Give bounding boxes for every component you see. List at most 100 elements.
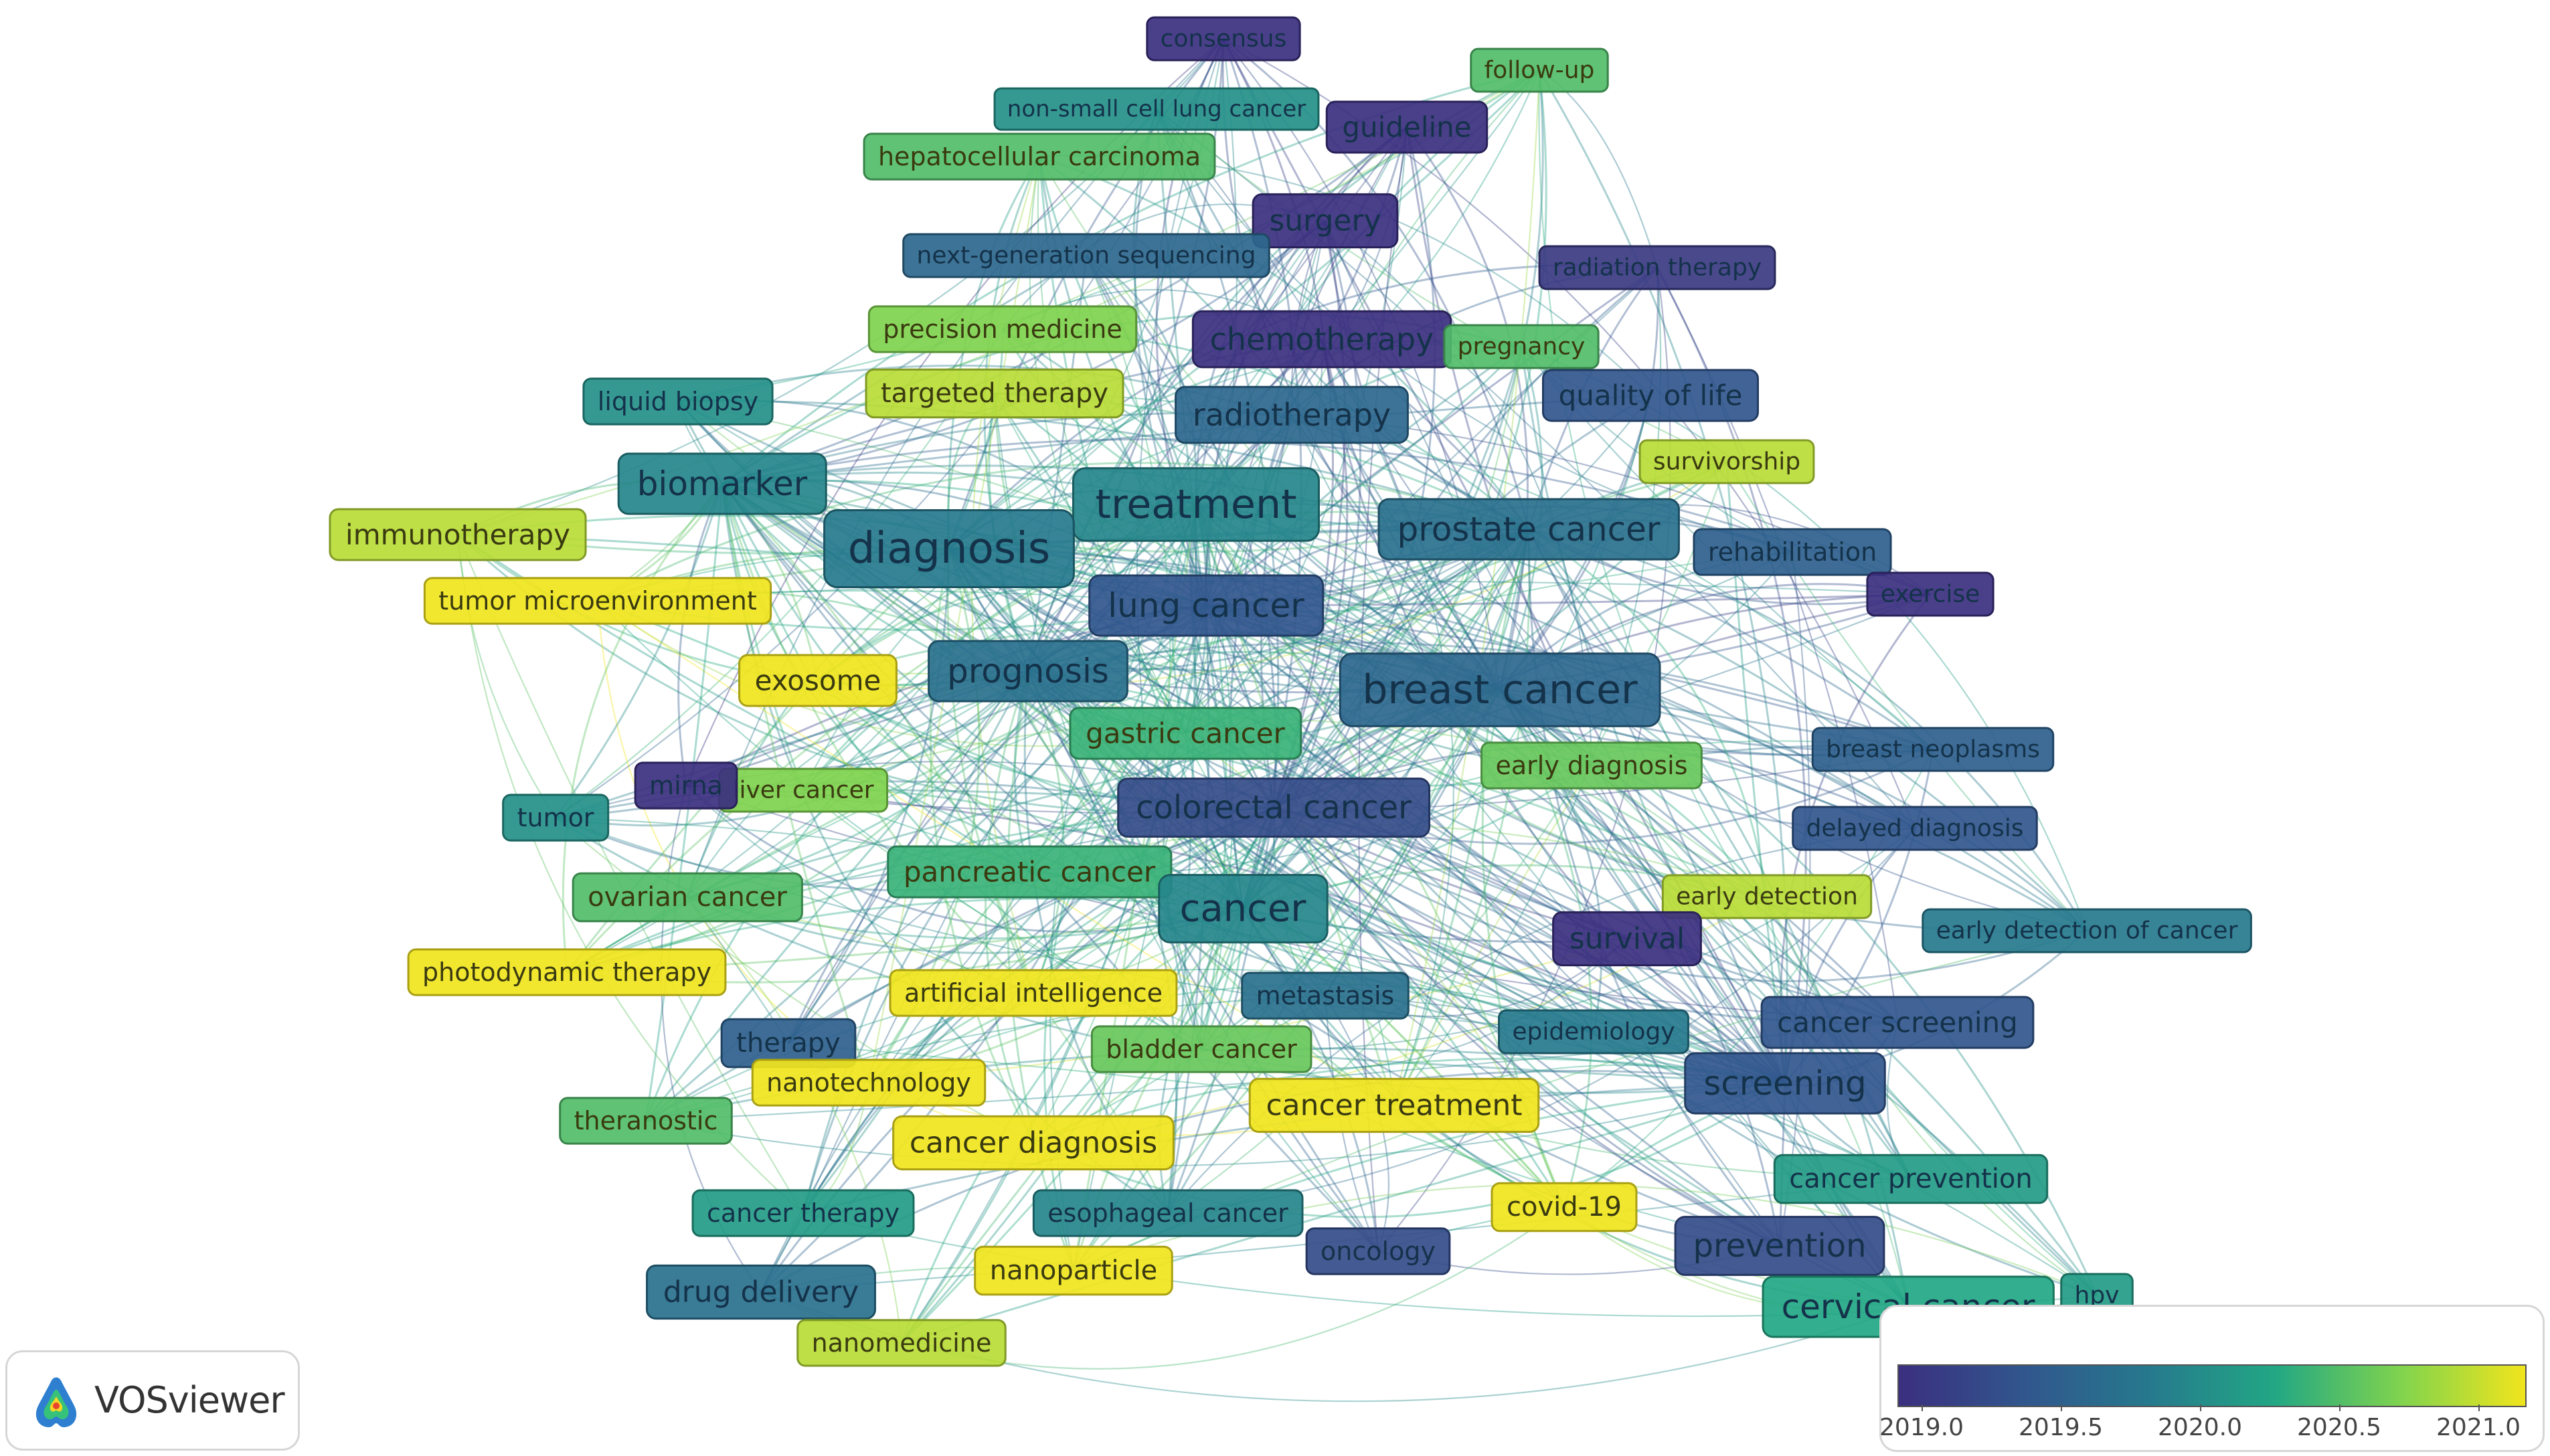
keyword-node-bladder-cancer[interactable]: bladder cancer — [1090, 1025, 1312, 1073]
keyword-label: pregnancy — [1458, 333, 1586, 361]
co-occurrence-link — [948, 547, 1244, 909]
keyword-node-nanomedicine[interactable]: nanomedicine — [796, 1319, 1007, 1367]
keyword-box — [407, 948, 727, 996]
keyword-node-cancer-prevention[interactable]: cancer prevention — [1773, 1154, 2049, 1204]
keyword-node-targeted-therapy[interactable]: targeted therapy — [865, 368, 1124, 419]
keyword-node-cancer-treatment[interactable]: cancer treatment — [1248, 1077, 1540, 1133]
keyword-node-nsclc[interactable]: non-small cell lung cancer — [993, 87, 1320, 131]
co-occurrence-link — [1499, 689, 1899, 1024]
keyword-node-exercise[interactable]: exercise — [1866, 571, 1994, 617]
scale-label: 2020.0 — [2158, 1414, 2242, 1441]
keyword-label: lung cancer — [1108, 586, 1304, 625]
keyword-label: rehabilitation — [1708, 537, 1877, 567]
keyword-node-follow-up[interactable]: follow-up — [1470, 48, 1609, 93]
co-occurrence-link — [1393, 765, 1592, 1106]
keyword-node-covid-19[interactable]: covid-19 — [1491, 1182, 1638, 1233]
keyword-node-liver-cancer[interactable]: liver cancer — [718, 767, 889, 813]
keyword-node-cancer-screening[interactable]: cancer screening — [1760, 996, 2035, 1049]
keyword-node-lung-cancer[interactable]: lung cancer — [1088, 574, 1325, 637]
keyword-node-precision-medicine[interactable]: precision medicine — [867, 305, 1138, 353]
co-occurrence-link — [1167, 529, 1530, 1214]
keyword-node-survival[interactable]: survival — [1552, 911, 1702, 967]
keyword-node-pancreatic-cancer[interactable]: pancreatic cancer — [887, 845, 1173, 899]
keyword-node-artificial-intelligence[interactable]: artificial intelligence — [889, 969, 1178, 1017]
co-occurrence-link — [721, 483, 804, 791]
keyword-label: cancer screening — [1777, 1006, 2018, 1039]
keyword-box — [1498, 1009, 1689, 1055]
keyword-node-diagnosis[interactable]: diagnosis — [823, 509, 1075, 588]
keyword-node-ovarian-cancer[interactable]: ovarian cancer — [572, 872, 803, 923]
keyword-node-prostate-cancer[interactable]: prostate cancer — [1377, 498, 1680, 561]
keyword-node-prevention[interactable]: prevention — [1674, 1216, 1885, 1276]
keyword-node-theranostic[interactable]: theranostic — [559, 1097, 733, 1145]
keyword-node-tumor[interactable]: tumor — [502, 794, 610, 842]
keyword-node-hcc[interactable]: hepatocellular carcinoma — [863, 132, 1216, 181]
keyword-node-nanoparticle[interactable]: nanoparticle — [974, 1245, 1173, 1296]
keyword-node-prognosis[interactable]: prognosis — [928, 640, 1128, 703]
co-occurrence-link — [1499, 267, 1659, 691]
keyword-node-ngs[interactable]: next-generation sequencing — [902, 233, 1270, 278]
keyword-node-tumor-microenvironment[interactable]: tumor microenvironment — [423, 577, 772, 625]
co-occurrence-link — [1195, 503, 2098, 1296]
keyword-node-cancer[interactable]: cancer — [1158, 874, 1329, 943]
keyword-node-oncology[interactable]: oncology — [1305, 1227, 1451, 1275]
keyword-node-treatment[interactable]: treatment — [1072, 467, 1320, 542]
keyword-node-breast-cancer[interactable]: breast cancer — [1339, 652, 1661, 727]
keyword-node-rehabilitation[interactable]: rehabilitation — [1693, 528, 1892, 576]
co-occurrence-link — [1321, 339, 1786, 1085]
keyword-node-biomarker[interactable]: biomarker — [617, 452, 827, 515]
keyword-node-cancer-diagnosis[interactable]: cancer diagnosis — [892, 1115, 1175, 1171]
keyword-labels: consensus follow-up non-small cell lung ca… — [329, 16, 2252, 1367]
keyword-label: chemotherapy — [1210, 321, 1434, 357]
keyword-node-cancer-therapy[interactable]: cancer therapy — [691, 1189, 915, 1237]
keyword-node-early-detection[interactable]: early detection — [1661, 874, 1873, 919]
keyword-node-esophageal-cancer[interactable]: esophageal cancer — [1032, 1189, 1304, 1237]
keyword-node-survivorship[interactable]: survivorship — [1638, 439, 1815, 484]
keyword-node-radiotherapy[interactable]: radiotherapy — [1175, 385, 1409, 444]
keyword-node-chemotherapy[interactable]: chemotherapy — [1191, 310, 1452, 369]
keyword-node-pregnancy[interactable]: pregnancy — [1443, 324, 1600, 369]
co-occurrence-link — [1272, 807, 1565, 1208]
keyword-label: biomarker — [637, 464, 808, 503]
keyword-label: prognosis — [947, 652, 1109, 691]
keyword-node-early-detection-of-cancer[interactable]: early detection of cancer — [1922, 908, 2252, 953]
keyword-node-exosome[interactable]: exosome — [738, 654, 898, 707]
keyword-node-immunotherapy[interactable]: immunotherapy — [329, 508, 587, 561]
keyword-node-drug-delivery[interactable]: drug delivery — [646, 1264, 876, 1320]
keyword-node-screening[interactable]: screening — [1684, 1052, 1886, 1115]
keyword-node-quality-of-life[interactable]: quality of life — [1541, 369, 1760, 422]
keyword-node-metastasis[interactable]: metastasis — [1241, 972, 1410, 1020]
keyword-node-photodynamic-therapy[interactable]: photodynamic therapy — [407, 948, 727, 996]
keyword-label: artificial intelligence — [904, 978, 1163, 1008]
keyword-node-gastric-cancer[interactable]: gastric cancer — [1069, 707, 1302, 760]
keyword-label: tumor microenvironment — [438, 586, 756, 616]
keyword-node-mirna[interactable]: mirna — [634, 761, 738, 810]
co-occurrence-link — [1273, 806, 2088, 982]
keyword-node-epidemiology[interactable]: epidemiology — [1498, 1009, 1689, 1055]
keyword-node-nanotechnology[interactable]: nanotechnology — [751, 1059, 987, 1107]
keyword-node-delayed-diagnosis[interactable]: delayed diagnosis — [1792, 806, 2038, 851]
co-occurrence-link — [1205, 266, 1658, 607]
keyword-node-consensus[interactable]: consensus — [1146, 16, 1301, 62]
keyword-label: hepatocellular carcinoma — [878, 142, 1201, 171]
keyword-label: delayed diagnosis — [1806, 815, 2024, 842]
vosviewer-logo-text: VOSviewer — [94, 1379, 285, 1421]
keyword-node-colorectal-cancer[interactable]: colorectal cancer — [1117, 778, 1431, 838]
keyword-node-early-diagnosis[interactable]: early diagnosis — [1480, 741, 1703, 790]
keyword-node-liquid-biopsy[interactable]: liquid biopsy — [582, 377, 774, 426]
co-occurrence-link — [1766, 896, 2098, 1296]
keyword-box — [1090, 1025, 1312, 1073]
keyword-node-surgery[interactable]: surgery — [1252, 193, 1399, 249]
keyword-node-guideline[interactable]: guideline — [1325, 100, 1489, 154]
keyword-node-therapy[interactable]: therapy — [720, 1018, 857, 1069]
co-occurrence-link — [994, 392, 1934, 750]
keyword-label: liver cancer — [732, 777, 873, 804]
scale-tick — [2478, 1404, 2480, 1411]
keyword-label: mirna — [649, 771, 723, 800]
keyword-label: tumor — [517, 803, 594, 832]
keyword-node-radiation-therapy[interactable]: radiation therapy — [1538, 245, 1776, 290]
keyword-box — [1088, 574, 1325, 637]
color-scale-gradient — [1897, 1364, 2527, 1407]
keyword-node-breast-neoplasms[interactable]: breast neoplasms — [1811, 727, 2055, 772]
